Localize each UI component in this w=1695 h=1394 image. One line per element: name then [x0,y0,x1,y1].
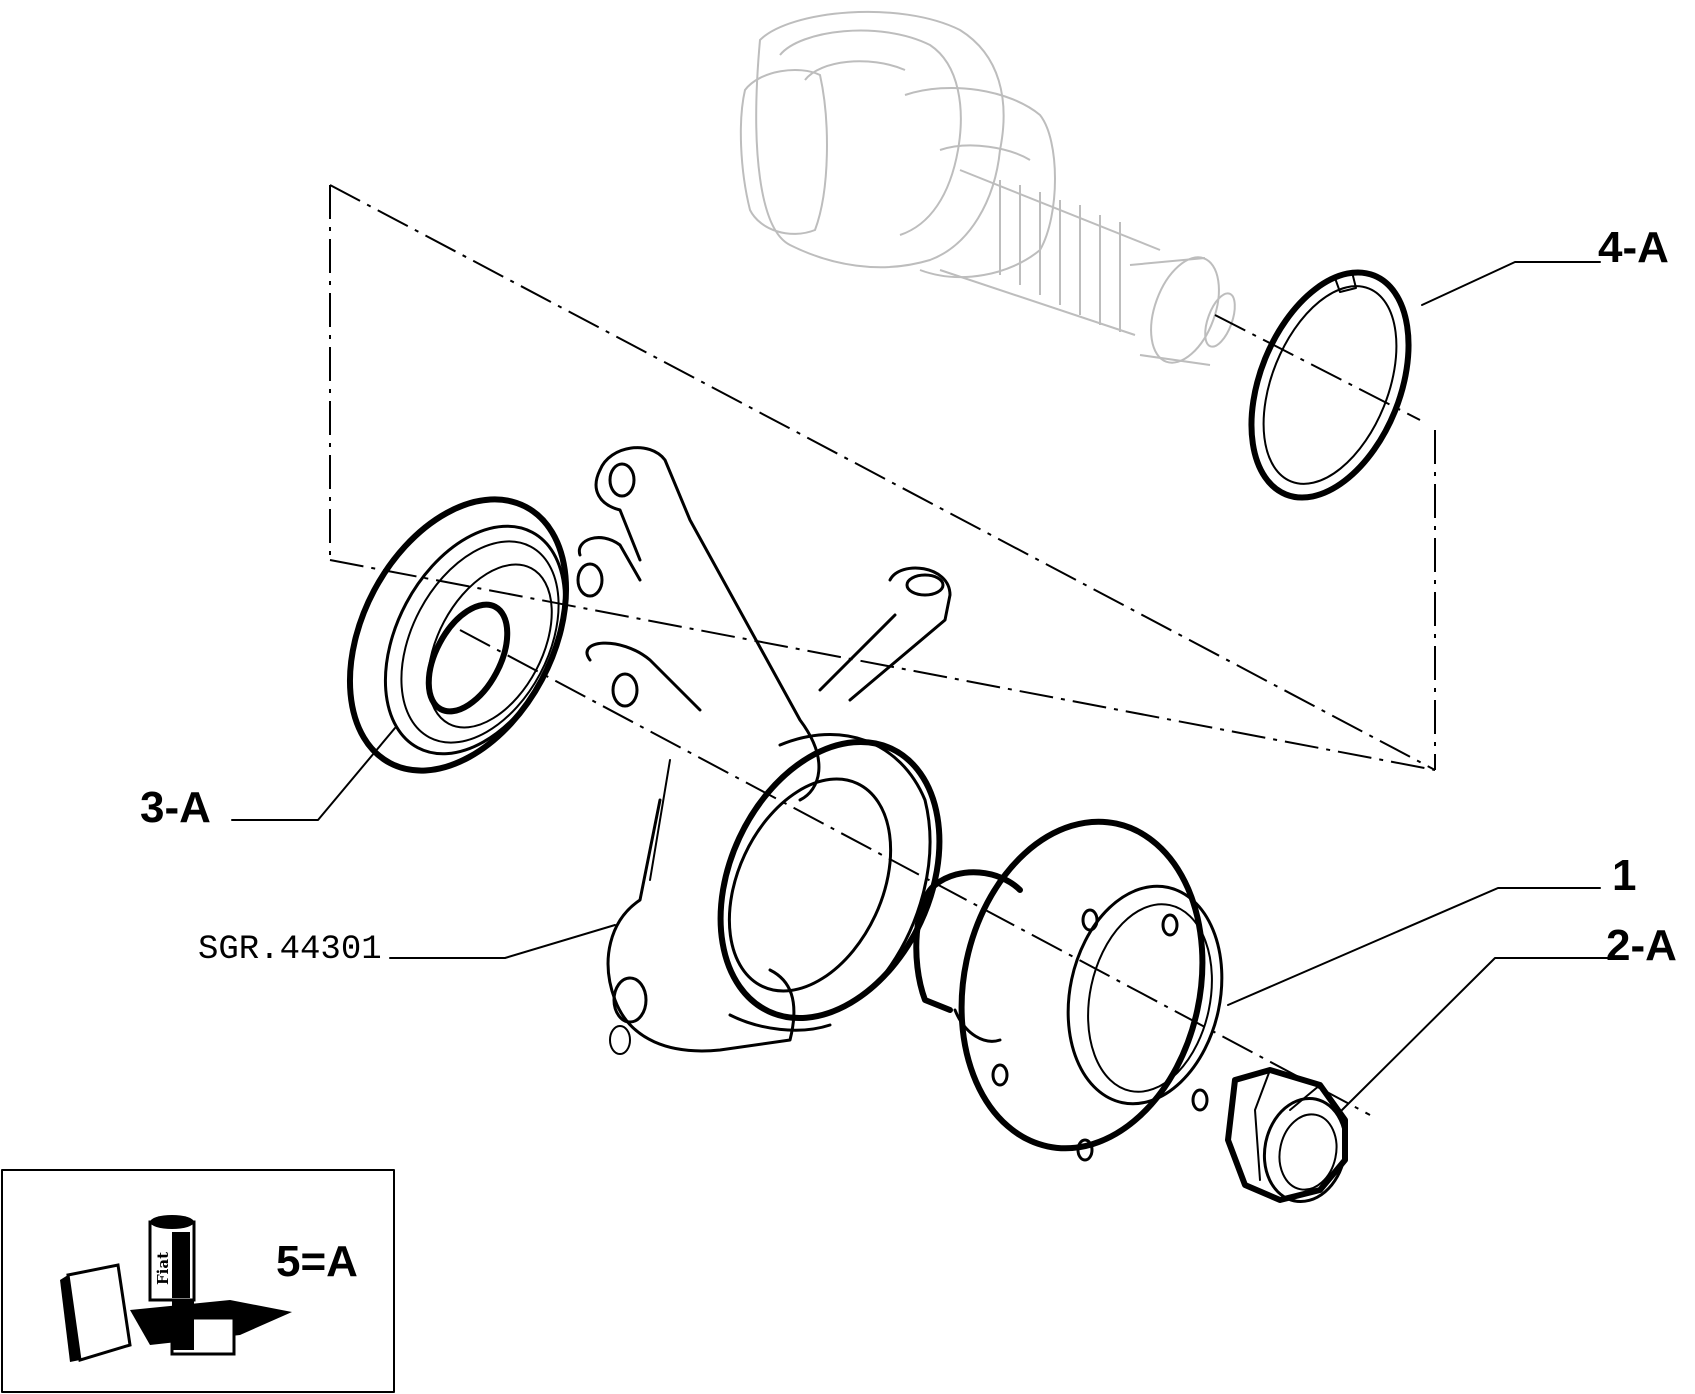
label-1: 1 [1612,851,1636,900]
label-3-a: 3-A [140,783,211,832]
wheel-bearing [346,496,570,774]
grease-product-icon: Fiat [60,1215,292,1362]
product-brand-label: Fiat [154,1252,172,1285]
legend-box: Fiat 5=A [1,1169,395,1393]
legend-label: 5=A [276,1237,358,1286]
label-2-a: 2-A [1606,921,1677,970]
steering-knuckle [576,446,952,1055]
drive-shaft-cv-joint [739,10,1236,366]
hub-nut [1225,1067,1348,1204]
wheel-hub [913,818,1224,1162]
leader-lines [231,261,1609,1111]
assembly-axes [329,184,1436,1116]
label-4-a: 4-A [1598,223,1669,272]
knuckle-code-label: SGR.44301 [198,931,382,969]
snap-ring [1248,269,1412,501]
